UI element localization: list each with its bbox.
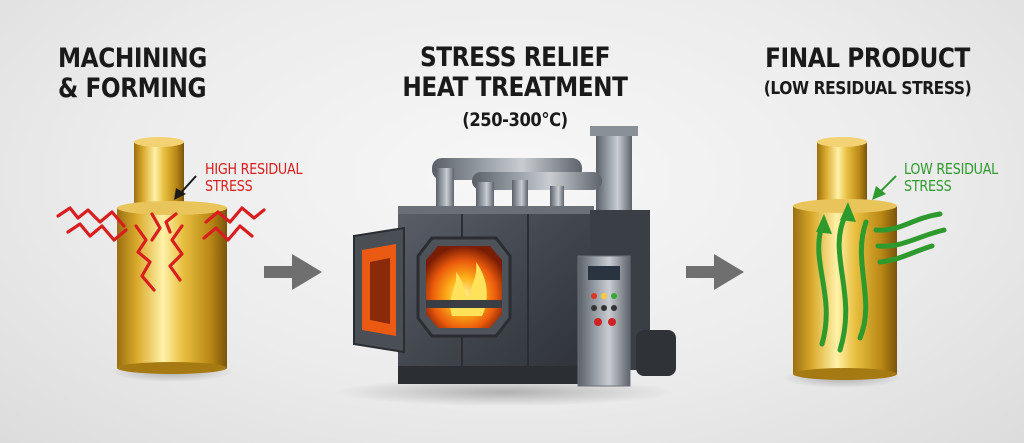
flow-arrow-icon [264,254,322,290]
stage-title-machining: MACHINING & FORMING [58,44,209,104]
label-line: STRESS [205,177,253,195]
low-stress-flow-icon [816,202,947,353]
flow-arrow-icon [686,254,744,290]
label-line: LOW RESIDUAL [904,160,999,178]
stage-title-line: & FORMING [58,73,207,104]
stage-subtitle-low-stress: (LOW RESIDUAL STRESS) [763,78,972,99]
stage-title-line: STRESS RELIEF [419,42,611,73]
low-stress-pointer [872,175,897,200]
stage-title-line: HEAT TREATMENT [402,72,628,103]
stage-title-heat-treatment: STRESS RELIEF HEAT TREATMENT (250-300°C) [399,43,631,135]
furnace-flame-icon [416,236,512,338]
high-stress-crack-icon [56,206,266,292]
furnace [335,126,676,406]
high-residual-stress-label: HIGH RESIDUAL STRESS [205,161,324,195]
stage-title-final-product: FINAL PRODUCT (LOW RESIDUAL STRESS) [758,44,977,104]
label-line: STRESS [904,177,952,195]
stage-subtitle-temperature: (250-300°C) [462,109,568,131]
high-stress-pointer [174,175,197,200]
stage-title-line: FINAL PRODUCT [765,43,970,74]
low-residual-stress-label: LOW RESIDUAL STRESS [904,161,1006,195]
stage-title-line: MACHINING [58,43,207,74]
label-line: HIGH RESIDUAL [205,160,303,178]
